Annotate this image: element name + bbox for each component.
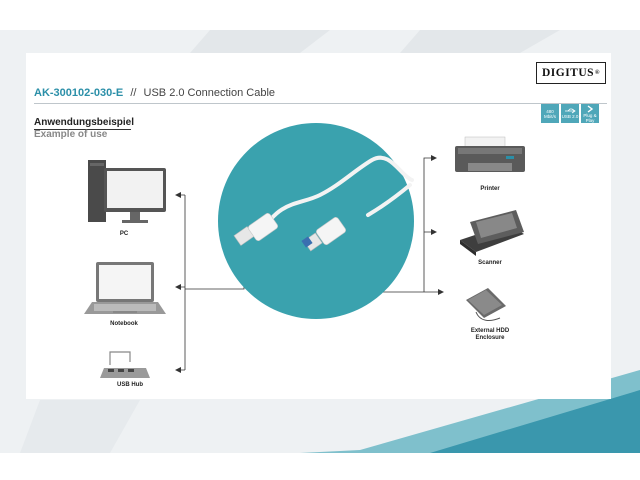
usb-icon (565, 108, 576, 114)
background-decoration (20, 30, 640, 453)
arrow-to-hub (175, 367, 181, 373)
printer-icon (455, 136, 525, 172)
device-label-usb-hub: USB Hub (117, 382, 143, 388)
title-separator: // (130, 87, 137, 99)
feature-badges: 480 Mbit/s USB 2.0 Plug & Play (541, 104, 599, 123)
header-divider (34, 103, 607, 104)
arrow-to-hdd (438, 289, 444, 295)
scanner-icon (460, 210, 524, 256)
product-description: USB 2.0 Connection Cable (143, 87, 275, 99)
usb-cable-illustration (233, 155, 414, 252)
plug-play-badge: Plug & Play (581, 104, 599, 123)
arrow-to-scanner (431, 229, 437, 235)
section-heading: Anwendungsbeispiel (34, 117, 135, 128)
arrow-to-printer (431, 155, 437, 161)
device-label-pc: PC (119, 231, 129, 237)
arrow-to-pc (175, 192, 181, 198)
usb-a-connector (233, 213, 278, 246)
hdd-label-line1: External HDD (470, 328, 510, 334)
speed-badge: 480 Mbit/s (541, 104, 559, 123)
logo-text: DIGITUS (541, 67, 595, 79)
usb-hub-icon (100, 351, 150, 378)
usb-badge: USB 2.0 (561, 104, 579, 123)
arrow-icon (587, 104, 594, 113)
product-title: AK-300102-030-E // USB 2.0 Connection Ca… (34, 87, 275, 99)
speed-badge-unit: Mbit/s (543, 113, 556, 119)
hdd-icon (466, 288, 506, 321)
notebook-icon (84, 262, 166, 314)
section-subheading: Example of use (34, 129, 108, 140)
device-label-hdd: External HDD Enclosure (452, 328, 528, 342)
arrow-heads (175, 155, 444, 373)
device-label-notebook: Notebook (110, 321, 138, 327)
digitus-logo: DIGITUS® (536, 62, 606, 84)
logo-mark: ® (595, 70, 601, 76)
product-circle (218, 123, 414, 319)
usb-b-connector (301, 217, 346, 252)
device-label-printer: Printer (480, 186, 500, 192)
hdd-label-line2: Enclosure (475, 335, 505, 341)
plug-play-label: Plug & Play (583, 112, 597, 123)
device-label-scanner: Scanner (478, 260, 502, 266)
article-code: AK-300102-030-E (34, 87, 124, 99)
arrow-to-notebook (175, 284, 181, 290)
usb-badge-label: USB 2.0 (561, 114, 579, 119)
pc-icon (88, 160, 166, 223)
speed-badge-value: 480 (546, 108, 554, 114)
heading-underline (34, 129, 131, 130)
